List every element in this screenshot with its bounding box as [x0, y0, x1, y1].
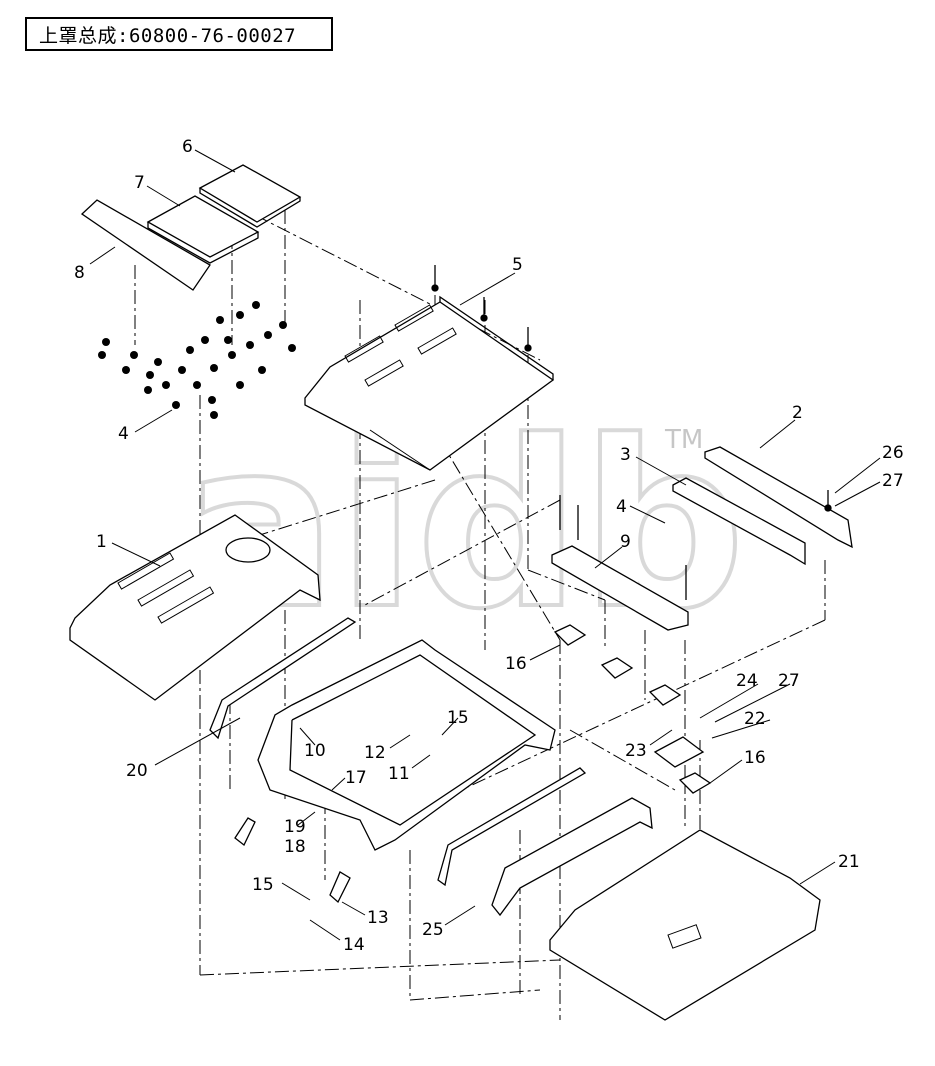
callout-4b: 4	[616, 497, 627, 517]
page-title: 上罩总成:60800-76-00027	[25, 17, 333, 51]
callout-26: 26	[882, 443, 904, 463]
part-25-rails	[437, 767, 653, 917]
part-4-fasteners	[98, 301, 296, 419]
part-10-main-frame	[257, 639, 556, 851]
callout-27a: 27	[882, 471, 904, 491]
callout-17: 17	[345, 768, 367, 788]
callout-19: 19	[284, 817, 306, 837]
callout-5: 5	[512, 255, 523, 275]
callout-21: 21	[838, 852, 860, 872]
part-20-side-rail	[209, 617, 357, 740]
callout-25: 25	[422, 920, 444, 940]
callout-16a: 16	[505, 654, 527, 674]
callout-20: 20	[126, 761, 148, 781]
callout-14: 14	[343, 935, 365, 955]
callout-3: 3	[620, 445, 631, 465]
part-2-rail	[704, 446, 853, 549]
part-5-bolts	[431, 265, 532, 352]
callout-11: 11	[388, 764, 410, 784]
callout-18: 18	[284, 837, 306, 857]
callout-7: 7	[134, 173, 145, 193]
part-5-top-cover	[304, 295, 555, 471]
part-21-bottom-cover	[549, 829, 821, 1021]
callout-labels: 6 7 8 5 4 2 3 26 27 4 9 1 16 24 27 22 23…	[74, 137, 904, 955]
callout-4a: 4	[118, 424, 129, 444]
part-8-plate	[80, 199, 211, 291]
part-7-mat	[146, 195, 260, 264]
callout-16b: 16	[744, 748, 766, 768]
callout-1: 1	[96, 532, 107, 552]
callout-24: 24	[736, 671, 758, 691]
callout-9: 9	[620, 532, 631, 552]
callout-23: 23	[625, 741, 647, 761]
callout-6: 6	[182, 137, 193, 157]
callout-15a: 15	[447, 708, 469, 728]
part-13-levers	[234, 817, 351, 904]
watermark-tm: TM	[664, 425, 703, 455]
callout-22: 22	[744, 709, 766, 729]
callout-13: 13	[367, 908, 389, 928]
callout-10: 10	[304, 741, 326, 761]
callout-2: 2	[792, 403, 803, 423]
callout-15b: 15	[252, 875, 274, 895]
part-26-bolt	[824, 490, 832, 512]
callout-27b: 27	[778, 671, 800, 691]
part-9-bracket	[551, 495, 689, 631]
callout-8: 8	[74, 263, 85, 283]
part-3-rail	[672, 477, 806, 566]
part-23-plate	[653, 736, 705, 768]
part-6-mat	[198, 164, 302, 228]
callout-12: 12	[364, 743, 386, 763]
part-1-side-cover	[69, 514, 321, 701]
leader-lines	[89, 149, 881, 941]
part-16-pads	[553, 624, 712, 794]
